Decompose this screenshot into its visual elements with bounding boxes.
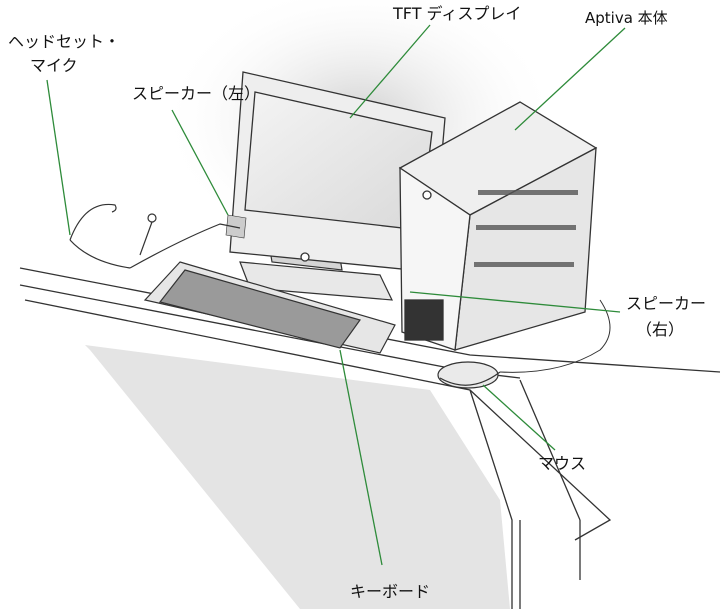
desk-shadow <box>85 345 510 609</box>
label-monitor: TFT ディスプレイ <box>393 4 522 23</box>
leader-monitor <box>349 24 431 119</box>
leader-speaker-right <box>409 291 621 313</box>
monitor <box>225 71 446 273</box>
label-speaker-right-line2: （右） <box>636 320 685 339</box>
leader-mouse <box>482 384 556 451</box>
leader-speaker-left <box>171 109 229 216</box>
keyboard <box>143 261 396 354</box>
leader-system-unit <box>514 27 626 131</box>
leader-keyboard <box>339 349 383 566</box>
label-headset: ヘッドセット・ <box>8 32 121 51</box>
label-headset-line2: マイク <box>30 56 78 75</box>
system-unit <box>398 101 598 351</box>
label-speaker-right: スピーカー <box>626 294 707 313</box>
label-speaker-left: スピーカー（左） <box>132 84 261 103</box>
label-system-unit: Aptiva 本体 <box>585 9 668 27</box>
label-keyboard: キーボード <box>350 582 431 601</box>
headset <box>69 203 241 269</box>
label-mouse: マウス <box>538 454 587 473</box>
mouse <box>437 299 611 389</box>
leader-headset <box>46 79 71 236</box>
